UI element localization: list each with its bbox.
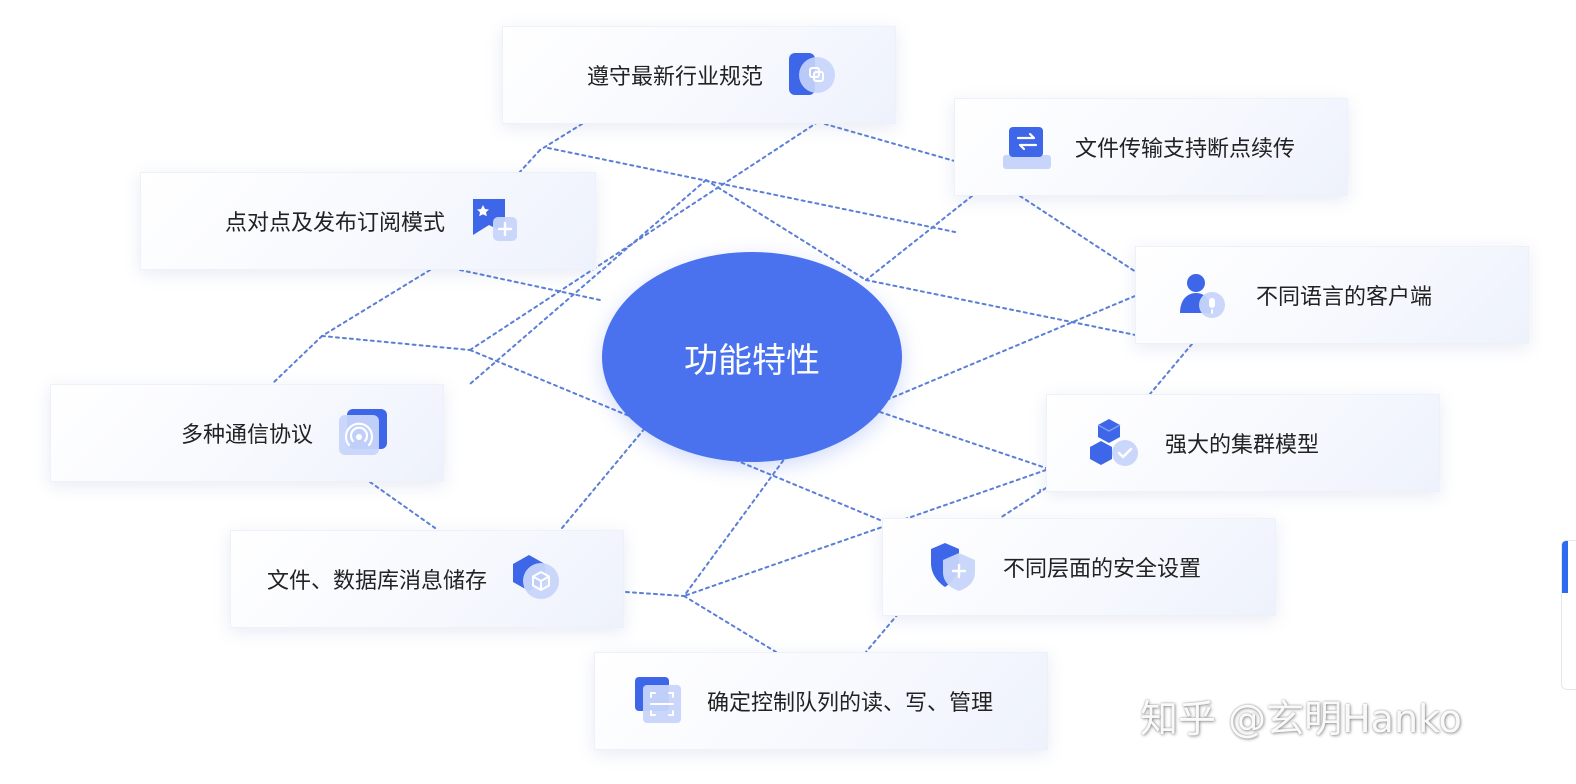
- transfer-arrows-icon: [1001, 121, 1053, 173]
- broadcast-icon: [337, 407, 389, 459]
- feature-label: 不同层面的安全设置: [1003, 557, 1202, 582]
- user-mic-icon: [1178, 269, 1230, 321]
- feature-label: 文件传输支持断点续传: [1075, 137, 1296, 162]
- connector-line: [539, 123, 583, 151]
- connector-line: [321, 335, 471, 351]
- connector-line: [879, 411, 1047, 469]
- feature-card-multi-language-client: 不同语言的客户端: [1135, 246, 1529, 344]
- feature-label: 遵守最新行业规范: [587, 65, 764, 90]
- overlap-squares-icon: [785, 49, 837, 101]
- connector-line: [1019, 195, 1137, 273]
- feature-card-resumable-transfer: 文件传输支持断点续传: [954, 98, 1348, 196]
- connector-line: [469, 121, 819, 351]
- center-node: 功能特性: [602, 252, 902, 462]
- side-scroll-tab[interactable]: [1561, 540, 1576, 690]
- scan-frame-icon: [633, 675, 685, 727]
- feature-label: 不同语言的客户端: [1256, 285, 1433, 310]
- connector-line: [321, 269, 431, 337]
- connector-line: [865, 195, 973, 281]
- connector-line: [625, 591, 685, 597]
- connector-line: [871, 295, 1136, 407]
- center-label: 功能特性: [684, 340, 820, 381]
- connector-line: [683, 595, 777, 653]
- connector-line: [469, 349, 881, 521]
- feature-card-security-settings: 不同层面的安全设置: [882, 518, 1276, 616]
- connector-line: [999, 487, 1047, 519]
- feature-label: 强大的集群模型: [1165, 433, 1320, 458]
- feature-label: 点对点及发布订阅模式: [225, 211, 446, 236]
- feature-card-message-storage: 文件、数据库消息储存: [230, 530, 624, 628]
- feature-card-cluster-model: 强大的集群模型: [1046, 394, 1440, 492]
- connector-line: [459, 269, 601, 301]
- feature-label: 确定控制队列的读、写、管理: [707, 691, 994, 716]
- feature-card-pubsub-mode: 点对点及发布订阅模式: [140, 172, 596, 270]
- connector-line: [469, 179, 707, 385]
- feature-card-protocols: 多种通信协议: [50, 384, 444, 482]
- connector-line: [561, 421, 651, 529]
- side-scroll-tab-accent: [1562, 541, 1568, 593]
- connector-line: [271, 335, 323, 385]
- flag-plus-icon: [471, 195, 523, 247]
- connector-line: [369, 481, 436, 529]
- feature-card-industry-standard: 遵守最新行业规范: [502, 26, 896, 124]
- connector-line: [865, 613, 899, 653]
- cubes-check-icon: [1089, 417, 1141, 469]
- watermark: 知乎 @玄明Hanko: [1140, 697, 1462, 741]
- connector-line: [817, 121, 959, 163]
- feature-label: 文件、数据库消息储存: [267, 569, 488, 594]
- connector-line: [547, 147, 956, 233]
- connector-line: [683, 469, 1047, 597]
- shield-plus-icon: [929, 541, 981, 593]
- connector-line: [865, 279, 1161, 341]
- feature-label: 多种通信协议: [181, 423, 314, 448]
- connector-line: [705, 179, 867, 281]
- feature-card-queue-management: 确定控制队列的读、写、管理: [594, 652, 1048, 750]
- hexagon-cube-icon: [511, 553, 563, 605]
- connector-line: [1149, 343, 1193, 395]
